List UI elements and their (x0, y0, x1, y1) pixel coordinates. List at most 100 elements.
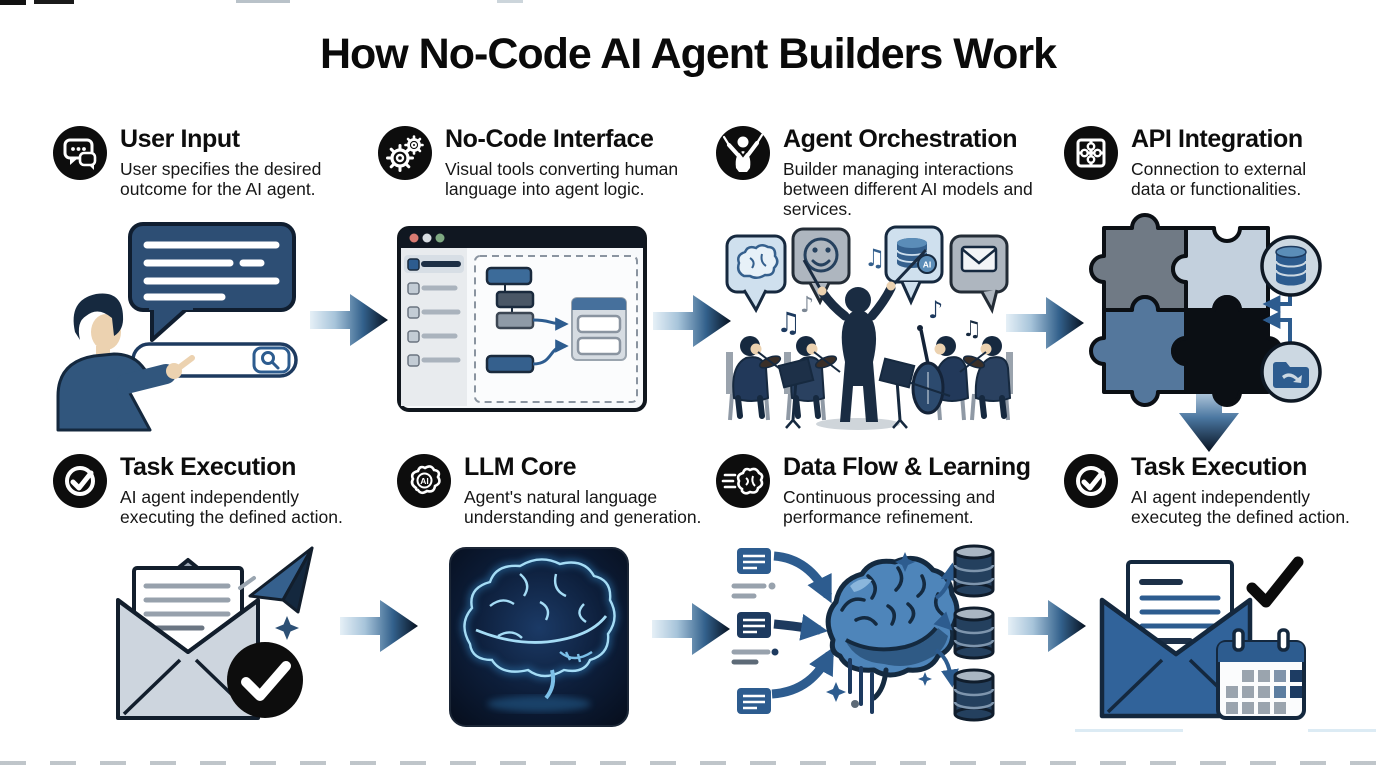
section-title: Agent Orchestration (783, 125, 1018, 153)
signal-lines (848, 658, 874, 714)
brain-flow-icon (716, 454, 770, 508)
outflow-arrow (934, 648, 959, 688)
flow-arrow-down (1179, 384, 1239, 452)
music-note: ♫ (776, 306, 801, 339)
wireframe-brain (463, 558, 616, 700)
sparkle-icon (895, 552, 915, 572)
music-note: ♫ (962, 317, 982, 342)
brain-graphic (825, 555, 960, 701)
brain-ai-icon: AI (397, 454, 451, 508)
puzzle-icon (1064, 126, 1118, 180)
task-execution-1-illustration (116, 546, 314, 720)
ai-label: AI (420, 476, 429, 486)
conductor-figure (802, 248, 928, 422)
bubble-database-ai: AI (884, 225, 944, 306)
outflow-arrow (934, 562, 959, 600)
musician-violinist-3 (959, 336, 1013, 421)
user-input-illustration (56, 222, 298, 432)
window-titlebar (399, 228, 645, 248)
search-icon (252, 346, 291, 374)
window-sidebar (401, 248, 467, 406)
section-title: API Integration (1131, 125, 1303, 153)
section-desc: AI agent independently executeg the defi… (1131, 486, 1350, 527)
calendar-icon (1216, 628, 1306, 720)
agent-orchestration-illustration: AI ♫ ♪ ♫ ♪ ♫ (725, 225, 1013, 430)
database-node (1260, 235, 1322, 297)
outflow-arrow (933, 611, 953, 631)
task-execution-2-illustration (1099, 556, 1306, 720)
section-desc: Visual tools converting human language i… (445, 158, 679, 199)
musician-violinist-1 (726, 336, 785, 421)
section-desc: Connection to external data or functiona… (1131, 158, 1307, 199)
musician-cellist (907, 325, 970, 421)
calendar-grid (1226, 670, 1302, 714)
section-task-execution-2: Task Execution AI agent independently ex… (1064, 453, 1356, 527)
bubble-brain (725, 234, 787, 314)
flow-arrow-5 (652, 603, 730, 655)
conductor-icon (716, 126, 770, 180)
section-title: Data Flow & Learning (783, 453, 1031, 481)
bubble-smiley (791, 227, 851, 306)
data-flow-illustration (731, 544, 995, 722)
llm-core-illustration (449, 547, 629, 727)
data-blocks (731, 548, 779, 714)
section-title: LLM Core (464, 453, 577, 481)
sparkle-icon (275, 616, 299, 640)
puzzle-pieces (1089, 213, 1283, 407)
conductor-shadow (816, 418, 900, 430)
person-figure (56, 293, 195, 432)
section-title: Task Execution (120, 453, 296, 481)
paper-plane-icon (238, 546, 314, 614)
section-no-code-interface: No-Code Interface Visual tools convertin… (378, 125, 695, 199)
section-title: Task Execution (1131, 453, 1307, 481)
section-title: No-Code Interface (445, 125, 654, 153)
check-mark (1246, 556, 1304, 608)
music-note: ♫ (864, 244, 886, 272)
done-check-icon (227, 642, 303, 718)
inflow-arrow (773, 613, 829, 641)
section-user-input: User Input User specifies the desired ou… (53, 125, 338, 199)
flow-arrow-1 (310, 294, 388, 346)
flow-arrow-6 (1008, 600, 1086, 652)
flow-arrow-4 (340, 600, 418, 652)
sidebar-items (407, 258, 461, 367)
music-stand (777, 357, 815, 429)
flowchart-nodes (485, 266, 627, 374)
section-desc: Agent's natural language understanding a… (464, 486, 702, 527)
section-desc: User specifies the desired outcome for t… (120, 158, 322, 199)
connector-arrow (1262, 311, 1292, 342)
inflow-arrow (773, 551, 833, 604)
window-control-dots (409, 233, 445, 243)
sparkle-icon (918, 672, 932, 686)
database-stacks (953, 544, 995, 722)
gears-icon (378, 126, 432, 180)
flow-arrow-2 (653, 295, 731, 347)
music-note: ♪ (800, 293, 814, 318)
section-data-flow-learning: Data Flow & Learning Continuous processi… (716, 453, 1035, 527)
section-desc: Builder managing interactions between di… (783, 158, 1033, 220)
section-agent-orchestration: Agent Orchestration Builder managing int… (716, 125, 1035, 220)
section-llm-core: AI LLM Core Agent's natural language und… (397, 453, 716, 527)
music-note: ♪ (928, 296, 943, 324)
check-circle-icon (53, 454, 107, 508)
section-desc: Continuous processing and performance re… (783, 486, 996, 527)
chat-bubbles-icon (53, 126, 107, 180)
speech-text-lines (143, 241, 280, 301)
section-api-integration: API Integration Connection to external d… (1064, 125, 1331, 199)
section-task-execution-1: Task Execution AI agent independently ex… (53, 453, 345, 527)
connector-arrow (1262, 295, 1292, 313)
bubble-envelope (949, 234, 1009, 315)
section-desc: AI agent independently executing the def… (120, 486, 343, 527)
folder-node (1260, 341, 1322, 403)
sparkle-icon (826, 682, 846, 702)
page-title: How No-Code AI Agent Builders Work (319, 30, 1057, 78)
inflow-arrow (771, 646, 834, 699)
flow-arrow-3 (1006, 297, 1084, 349)
check-circle-icon (1064, 454, 1118, 508)
ai-badge: AI (923, 260, 932, 270)
api-integration-illustration (1089, 213, 1322, 407)
music-stand (878, 357, 916, 429)
section-title: User Input (120, 125, 240, 153)
